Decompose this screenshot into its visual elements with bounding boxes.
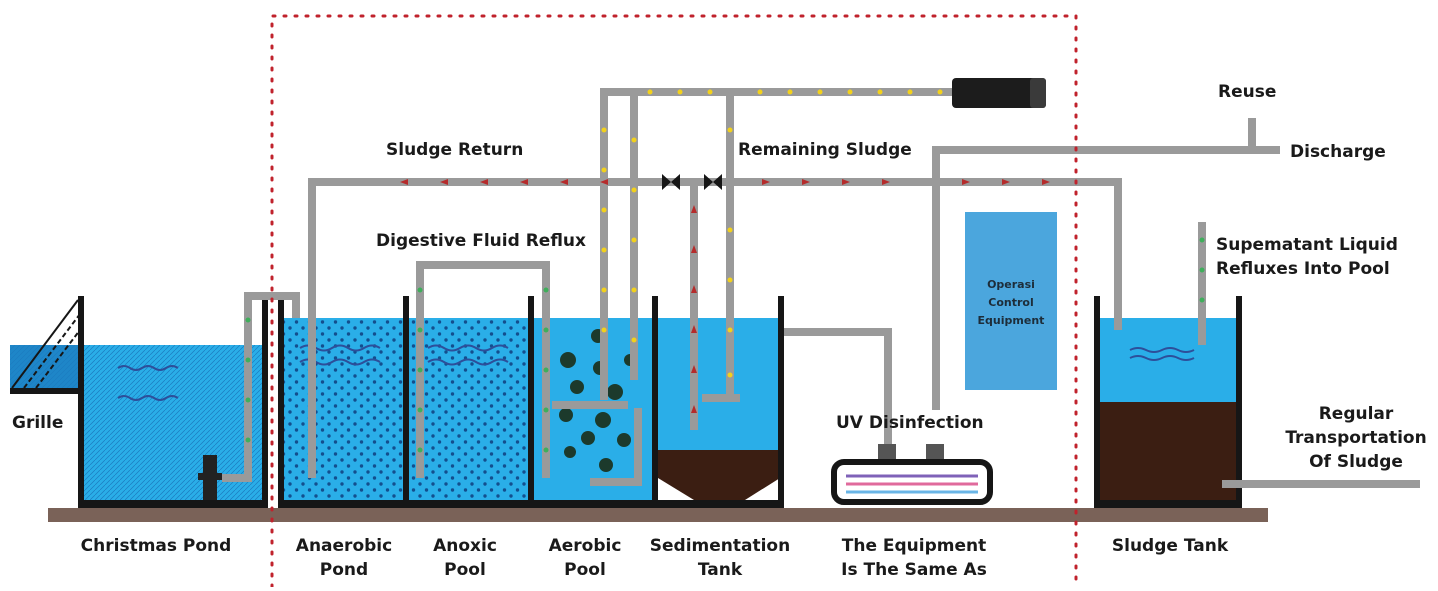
anaerobic-label-line1: Anaerobic (296, 536, 392, 556)
discharge-label: Discharge (1290, 142, 1386, 162)
ground-base (48, 508, 1268, 522)
aerobic-label-line1: Aerobic (549, 536, 622, 556)
regular-transport-label-line3: Of Sludge (1309, 452, 1403, 472)
grille-icon (11, 299, 81, 389)
sedimentation-tank (658, 318, 780, 500)
reuse-label: Reuse (1218, 82, 1276, 102)
aerobic-label-line2: Pool (564, 560, 606, 580)
sludge-return-flow-marks (400, 179, 1050, 413)
equipment-label-line2: Is The Same As (841, 560, 987, 580)
sedimentation-label-line1: Sedimentation (650, 536, 790, 556)
anaerobic-label-line2: Pond (320, 560, 368, 580)
remaining-sludge-label: Remaining Sludge (738, 140, 912, 160)
sludge-tank-label: Sludge Tank (1112, 536, 1229, 556)
sludge-tank (1100, 318, 1236, 500)
regular-transport-label-line2: Transportation (1285, 428, 1426, 448)
sludge-return-label: Sludge Return (386, 140, 523, 160)
control-panel-label-line3: Equipment (978, 314, 1045, 327)
grille-channel (10, 345, 80, 394)
anoxic-label-line1: Anoxic (433, 536, 497, 556)
blower-icon (952, 78, 1046, 108)
supernatant-label-line1: Supematant Liquid (1216, 235, 1398, 255)
control-panel-label-line2: Control (988, 296, 1033, 309)
supernatant-label-line2: Refluxes Into Pool (1216, 259, 1390, 279)
christmas-pond (84, 345, 264, 501)
grille-label: Grille (12, 413, 63, 433)
uv-disinfection-label: UV Disinfection (836, 413, 984, 433)
control-panel (965, 212, 1057, 390)
christmas-pond-label: Christmas Pond (81, 536, 232, 556)
control-panel-label-line1: Operasi (987, 278, 1035, 291)
tank-walls (78, 296, 1242, 508)
anoxic-label-line2: Pool (444, 560, 486, 580)
regular-transport-label-line1: Regular (1319, 404, 1394, 424)
digestive-fluid-reflux-label: Digestive Fluid Reflux (376, 231, 586, 251)
anoxic-pool (406, 318, 530, 500)
system-boundary (270, 14, 1078, 589)
anaerobic-pond (284, 318, 406, 500)
air-flow-marks (601, 89, 943, 378)
valve-icon (662, 174, 722, 190)
equipment-label-line1: The Equipment (842, 536, 987, 556)
sedimentation-label-line2: Tank (698, 560, 743, 580)
uv-lamp-icon (831, 444, 993, 505)
liquid-flow-marks (245, 237, 1205, 453)
